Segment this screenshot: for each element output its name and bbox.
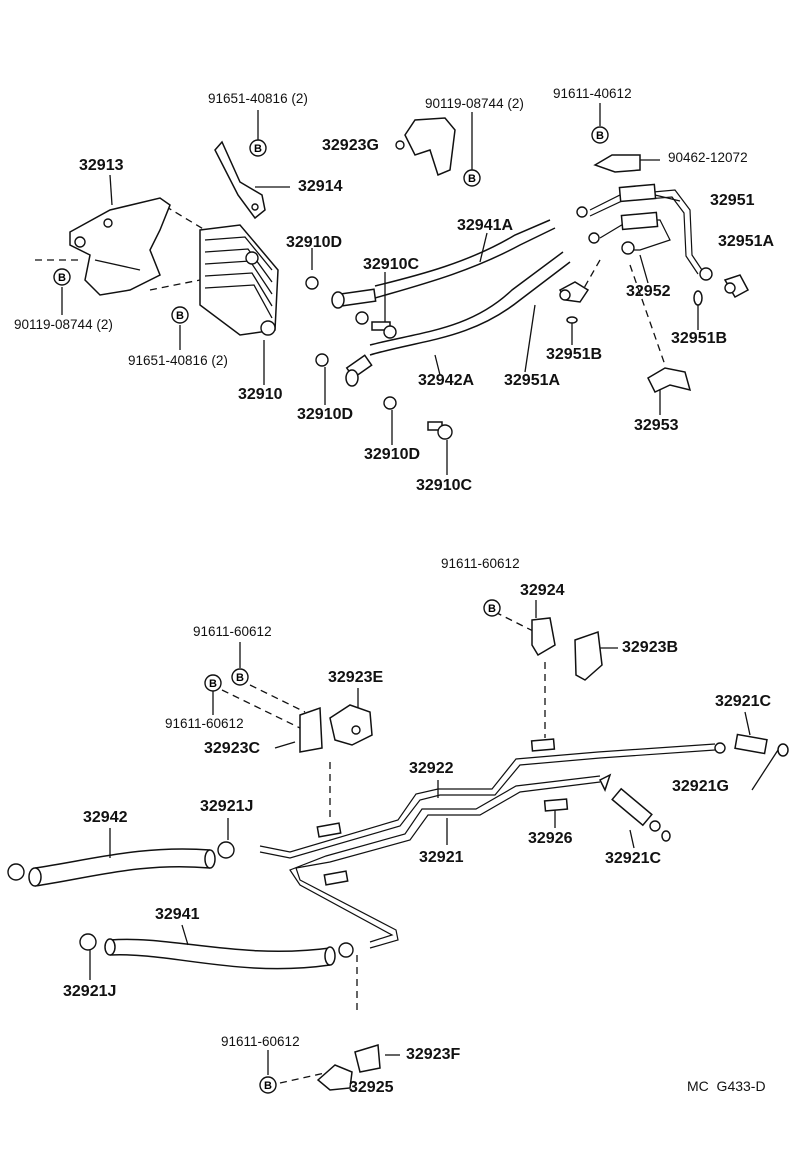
part-label: 32922 xyxy=(409,760,454,777)
bolt-symbols-top: B B B B B xyxy=(53,126,609,324)
part-label: 32910D xyxy=(364,446,421,463)
part-label: 32951A xyxy=(504,372,561,389)
part-label: 90119-08744 (2) xyxy=(14,317,113,332)
part-label: 32910C xyxy=(416,477,473,494)
part-label: 32942A xyxy=(418,372,475,389)
hose-32921C-mid xyxy=(611,787,671,842)
bolt-symbol-letter: B xyxy=(236,672,244,684)
oil-cooler-32910 xyxy=(199,224,279,336)
part-label: 91651-40816 (2) xyxy=(208,91,308,106)
clamp-32921J xyxy=(217,841,235,859)
part-label: 32921 xyxy=(419,849,464,866)
gaskets-32951B xyxy=(566,290,703,324)
part-label: 91611-40612 xyxy=(553,86,632,101)
dashed-lines-bottom xyxy=(221,611,546,1084)
bolt-symbol-letter: B xyxy=(209,678,217,690)
sleeves xyxy=(316,738,569,886)
part-label: 32910 xyxy=(238,386,283,403)
bracket-32914 xyxy=(214,140,266,220)
part-label: 91611-60612 xyxy=(165,716,244,731)
hose-32942A xyxy=(345,251,571,387)
part-label: 32953 xyxy=(634,417,679,434)
part-label: 32941A xyxy=(457,217,514,234)
part-label: 90119-08744 (2) xyxy=(425,96,524,111)
union-32951A-mid xyxy=(558,281,590,303)
part-label: 91611-60612 xyxy=(193,624,272,639)
pipes-32951-32952 xyxy=(576,183,713,281)
part-label: 32951B xyxy=(671,330,728,347)
bolt-symbol-letter: B xyxy=(58,272,66,284)
washers-bolts xyxy=(305,276,453,440)
bolt-symbol-letter: B xyxy=(468,173,476,185)
part-label: 32942 xyxy=(83,809,128,826)
bolt-symbols-bottom: B B B B xyxy=(204,599,501,1094)
part-label: 32923G xyxy=(322,137,379,154)
clamp-32923G xyxy=(395,117,456,177)
dashed-lines-top xyxy=(35,149,666,366)
bolt-symbol-letter: B xyxy=(254,143,262,155)
bolt-symbol-letter: B xyxy=(176,310,184,322)
part-label: 32951A xyxy=(718,233,775,250)
bolt-symbol-letter: B xyxy=(596,130,604,142)
part-label: 32923F xyxy=(406,1046,461,1063)
part-label: 32951B xyxy=(546,346,603,363)
bolt-symbol-letter: B xyxy=(264,1080,272,1092)
part-label: 32923B xyxy=(622,639,679,656)
part-label: 32913 xyxy=(79,157,124,174)
part-label: 91611-60612 xyxy=(221,1034,300,1049)
part-label: 32923C xyxy=(204,740,261,757)
part-label: 32921C xyxy=(715,693,772,710)
part-label: 32910C xyxy=(363,256,420,273)
hose-32941 xyxy=(79,933,354,970)
clamp-90462 xyxy=(593,154,641,173)
part-label: 32910D xyxy=(297,406,354,423)
bolt-symbol-letter: B xyxy=(488,603,496,615)
hose-32941A xyxy=(331,219,556,309)
part-label: 32921G xyxy=(672,778,729,795)
part-label: 32923E xyxy=(328,669,384,686)
clamp-32953 xyxy=(647,367,692,393)
part-label: 32921J xyxy=(63,983,117,1000)
hose-32942 xyxy=(7,848,216,887)
part-label: 32926 xyxy=(528,830,573,847)
part-label: 91611-60612 xyxy=(441,556,520,571)
part-label: 32925 xyxy=(349,1079,394,1096)
hose-32921C-top xyxy=(714,733,789,757)
part-label: 32910D xyxy=(286,234,343,251)
union-32951A-right xyxy=(723,274,750,299)
part-label: 32921C xyxy=(605,850,662,867)
part-label: 32951 xyxy=(710,192,755,209)
clamps-bottom xyxy=(299,617,603,1091)
part-label: 32924 xyxy=(520,582,565,599)
leader-lines-bottom xyxy=(89,600,779,1089)
part-label: 90462-12072 xyxy=(668,150,748,165)
part-label: 32921J xyxy=(200,798,254,815)
bracket-32913 xyxy=(69,197,171,296)
leader-lines-top xyxy=(61,103,699,475)
part-label: 32952 xyxy=(626,283,671,300)
part-label: 32941 xyxy=(155,906,200,923)
part-label: 32914 xyxy=(298,178,343,195)
diagram-code: MC G433-D xyxy=(687,1078,766,1094)
tubes-32921-32922 xyxy=(259,743,716,949)
part-label: 91651-40816 (2) xyxy=(128,353,228,368)
